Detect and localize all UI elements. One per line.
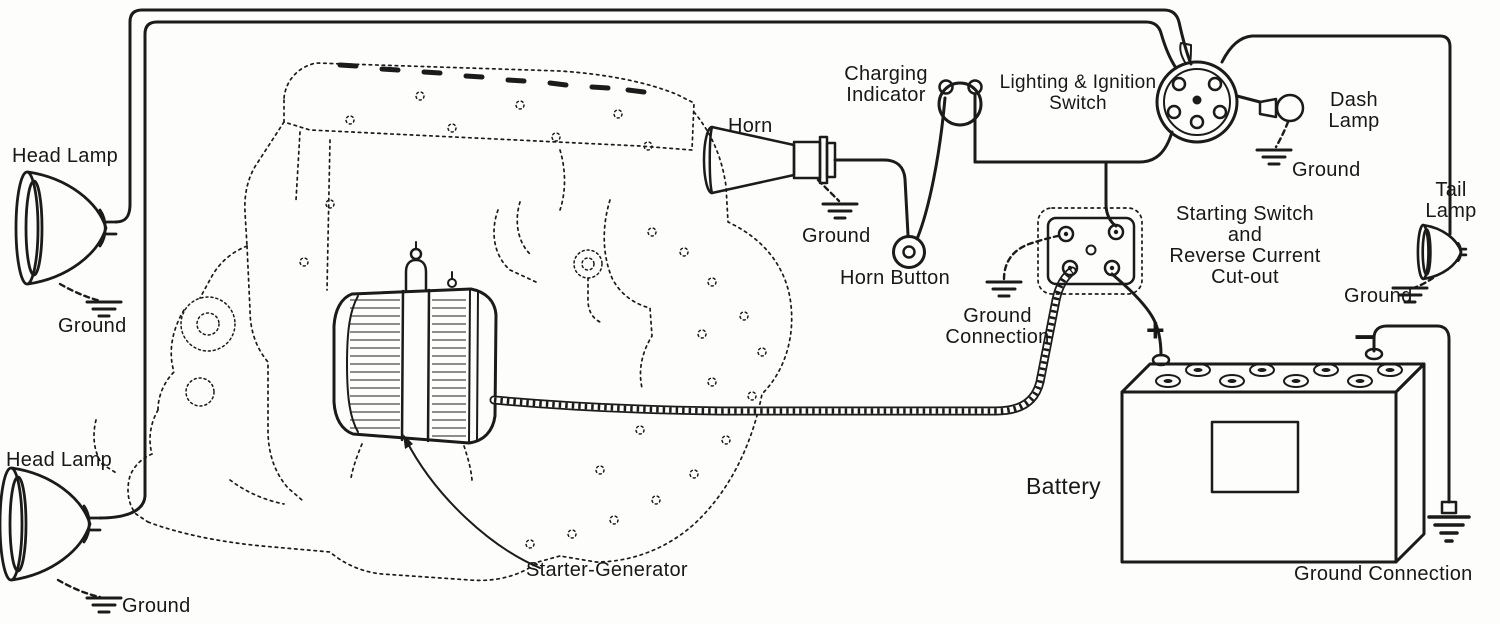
head-lamp-top-label: Head Lamp [12,145,119,167]
tail-lamp-icon [1416,223,1468,281]
battery-positive-post [1151,353,1171,367]
ground-symbols [85,148,1471,614]
horn-icon [702,125,837,195]
ground-connection-bottom-label: Ground Connection [1294,563,1473,585]
charging-indicator-label: Charging Indicator [844,63,928,106]
charging-indicator-icon [937,79,983,127]
ground-head-top-label: Ground [58,315,127,337]
dash-lamp-label: Dash Lamp [1328,89,1380,132]
ground-leads [56,120,1435,599]
battery-ground-icon [1427,500,1471,543]
lighting-switch-label: Lighting & Ignition Switch [999,72,1157,114]
horn-button-icon [892,235,926,269]
battery-icon [1120,347,1426,564]
wires [98,8,1452,520]
ground-connection-label: Ground Connection [945,305,1050,348]
battery-cap-dots [1163,368,1395,383]
battery-label: Battery [1026,473,1101,499]
starter-generator-label: Starter-Generator [526,559,688,581]
battery-minus-sign: − [1354,316,1376,357]
battery-cell-caps [1155,363,1403,388]
starter-cable [489,266,1077,416]
horn-label: Horn [728,115,773,137]
head-lamp-top-icon [14,170,118,286]
starting-switch-icon [1037,207,1143,295]
ground-icon [821,202,859,220]
engine-bolts [180,91,767,549]
battery-plus-sign: + [1146,312,1165,348]
starter-generator [332,241,498,445]
head-lamp-bottom-icon [0,466,102,582]
ground-icon [1255,148,1293,166]
ground-icon [85,300,123,318]
dash-lamp-icon [1258,93,1305,123]
starting-switch-label: Starting Switch and Reverse Current Cut-… [1169,203,1321,288]
starter-generator-pointer [403,434,541,569]
ground-dash-label: Ground [1292,159,1361,181]
ground-icon [985,280,1023,298]
ground-head-bottom-label: Ground [122,595,191,617]
ground-tail-label: Ground [1344,285,1413,307]
engine-outline [93,62,793,582]
head-lamp-bottom-label: Head Lamp [6,449,113,471]
battery-negative-post [1364,347,1384,361]
tail-lamp-label: Tail Lamp [1425,179,1477,222]
lighting-ignition-switch-icon [1155,42,1239,144]
horn-button-label: Horn Button [840,267,951,289]
valve-cover-marks [337,62,647,95]
ground-horn-label: Ground [802,225,871,247]
ground-icon [85,596,123,614]
